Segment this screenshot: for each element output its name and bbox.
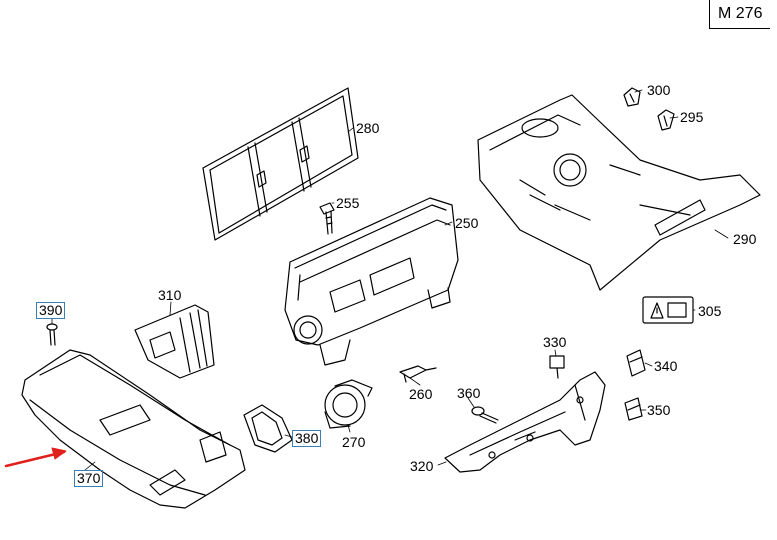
clip-295 xyxy=(657,109,675,131)
part-label-270[interactable]: 270 xyxy=(342,434,366,450)
sensor-260 xyxy=(399,365,437,383)
part-label-280[interactable]: 280 xyxy=(356,120,380,136)
red-arrow-icon xyxy=(4,447,67,468)
engine-cover-290 xyxy=(477,94,761,291)
diagram-code-label: M 276 xyxy=(709,0,771,29)
part-label-340[interactable]: 340 xyxy=(654,358,678,374)
part-label-330[interactable]: 330 xyxy=(543,334,567,350)
bolt-255 xyxy=(319,202,335,235)
part-label-380[interactable]: 380 xyxy=(292,430,322,447)
part-label-360[interactable]: 360 xyxy=(457,385,481,401)
part-label-250[interactable]: 250 xyxy=(455,215,479,231)
warning-label-305 xyxy=(642,296,694,324)
connector-340 xyxy=(626,349,646,377)
part-label-350[interactable]: 350 xyxy=(647,402,671,418)
part-label-390[interactable]: 390 xyxy=(36,302,66,319)
wiring-bracket-320 xyxy=(444,371,606,473)
part-label-260[interactable]: 260 xyxy=(409,386,433,402)
part-label-305[interactable]: 305 xyxy=(698,303,722,319)
leader-lines xyxy=(51,89,729,471)
part-label-295[interactable]: 295 xyxy=(680,109,704,125)
screw-390 xyxy=(46,323,58,346)
air-filter-element-280 xyxy=(202,87,359,241)
intake-duct-310 xyxy=(134,304,215,379)
part-label-290[interactable]: 290 xyxy=(733,231,757,247)
air-mass-sensor-270 xyxy=(324,379,373,429)
connector-350 xyxy=(624,397,643,421)
part-label-370[interactable]: 370 xyxy=(74,470,104,487)
air-filter-housing-250 xyxy=(284,197,459,366)
part-label-255[interactable]: 255 xyxy=(336,195,360,211)
part-label-300[interactable]: 300 xyxy=(647,82,671,98)
seal-380 xyxy=(243,404,293,453)
bolt-360 xyxy=(471,406,499,424)
connector-330 xyxy=(549,355,565,379)
part-label-320[interactable]: 320 xyxy=(410,458,434,474)
part-label-310[interactable]: 310 xyxy=(158,287,182,303)
clip-300 xyxy=(623,87,641,107)
lower-air-duct-370 xyxy=(21,349,246,509)
